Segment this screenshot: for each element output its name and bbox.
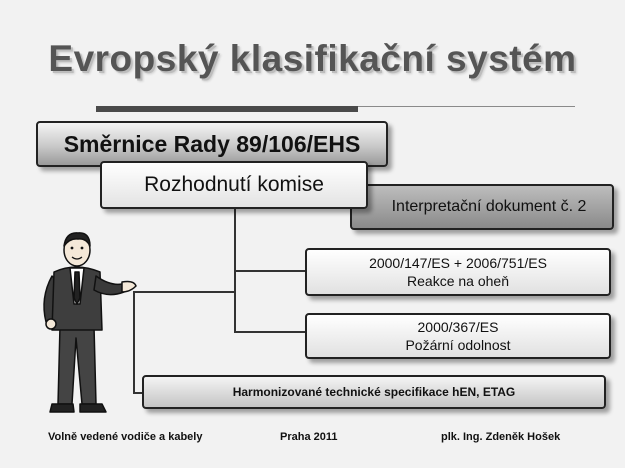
reakce-code: 2000/147/ES + 2006/751/ES [369,255,547,271]
rozhodnuti-label: Rozhodnutí komise [144,173,324,196]
pozarni-odolnost-box: 2000/367/ES Požární odolnost [305,313,611,359]
slide-title: Evropský klasifikační systém [48,38,577,79]
footer-place-year: Praha 2011 [280,431,338,443]
connector-odolnost [234,331,306,333]
smernice-label: Směrnice Rady 89/106/EHS [63,130,361,157]
connector-harmon [133,392,143,394]
odolnost-code: 2000/367/ES [417,319,499,335]
connector-left-branch [133,291,236,293]
rozhodnuti-komise-box: Rozhodnutí komise [100,161,368,209]
reakce-label: Reakce na oheň [407,273,509,289]
harmon-label: Harmonizované technické specifikace hEN,… [232,385,516,399]
title-underline-thick [96,106,358,112]
dokument-label: Interpretační dokument č. 2 [391,198,587,215]
connector-left-drop [133,291,135,394]
harmonizovane-specifikace-box: Harmonizované technické specifikace hEN,… [142,375,606,409]
presenter-figure-icon [43,232,137,413]
title-underline-thin [358,106,575,107]
footer-topic: Volně vedené vodiče a kabely [48,431,203,443]
footer-author: plk. Ing. Zdeněk Hošek [441,431,561,443]
odolnost-label: Požární odolnost [405,337,511,353]
smernice-box: Směrnice Rady 89/106/EHS [36,121,388,167]
connector-reakce [234,270,306,272]
interpretacni-dokument-box: Interpretační dokument č. 2 [350,184,614,230]
reakce-na-ohen-box: 2000/147/ES + 2006/751/ES Reakce na oheň [305,248,611,296]
